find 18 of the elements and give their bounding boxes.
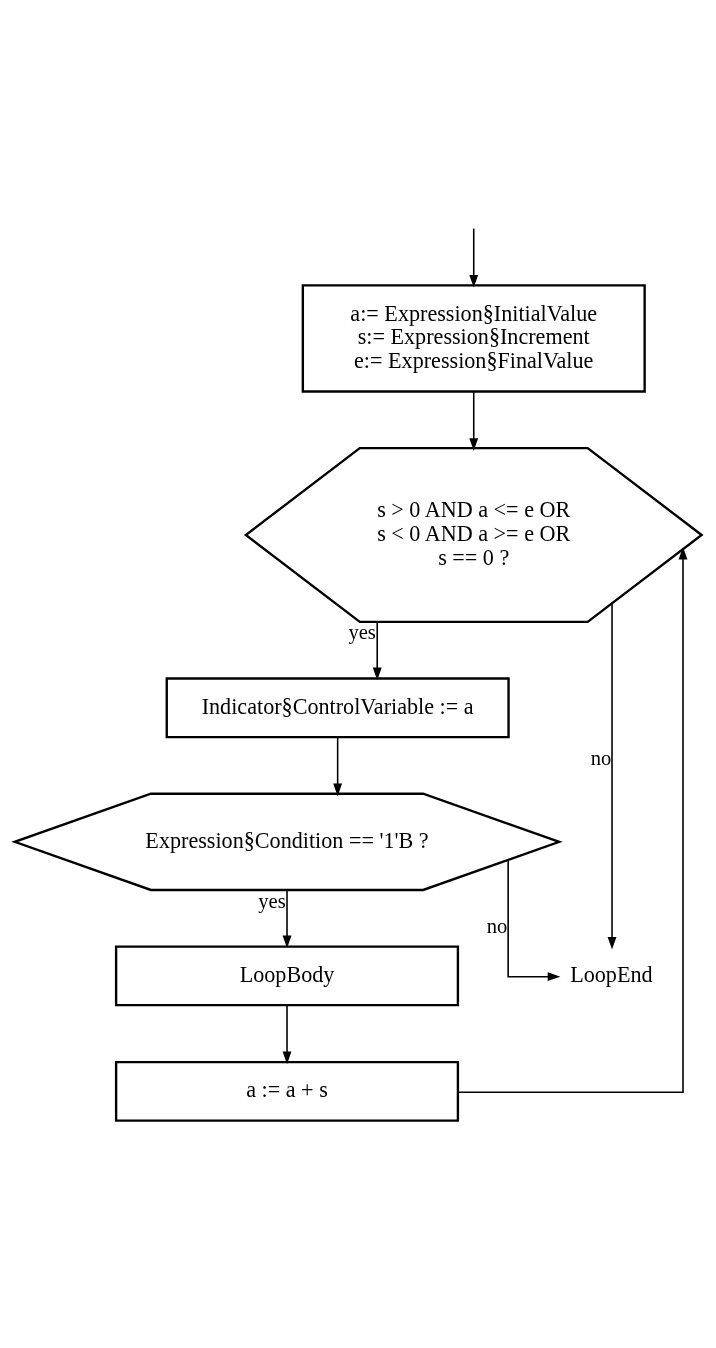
arrow: [333, 736, 343, 797]
node-box: a := a + s: [114, 1060, 460, 1122]
arrow: [607, 602, 617, 950]
arrow: [282, 1004, 292, 1065]
edge-label: no: [486, 914, 508, 937]
edge-label: yes: [348, 621, 376, 644]
edge-label: no: [590, 746, 612, 769]
arrow: [469, 390, 479, 451]
arrow: [372, 621, 382, 681]
arrow: [457, 546, 688, 1093]
node-box: LoopBody: [114, 945, 460, 1007]
node-box: a:= Expression§InitialValue s:= Expression§Increment e:= Expression§FinalValue: [301, 284, 646, 393]
arrow: [507, 859, 561, 982]
arrow: [469, 227, 479, 288]
arrow: [282, 889, 292, 949]
edge-label: yes: [258, 889, 286, 912]
node-text: LoopEnd: [570, 961, 653, 987]
node-box: Indicator§ControlVariable := a: [165, 677, 510, 739]
